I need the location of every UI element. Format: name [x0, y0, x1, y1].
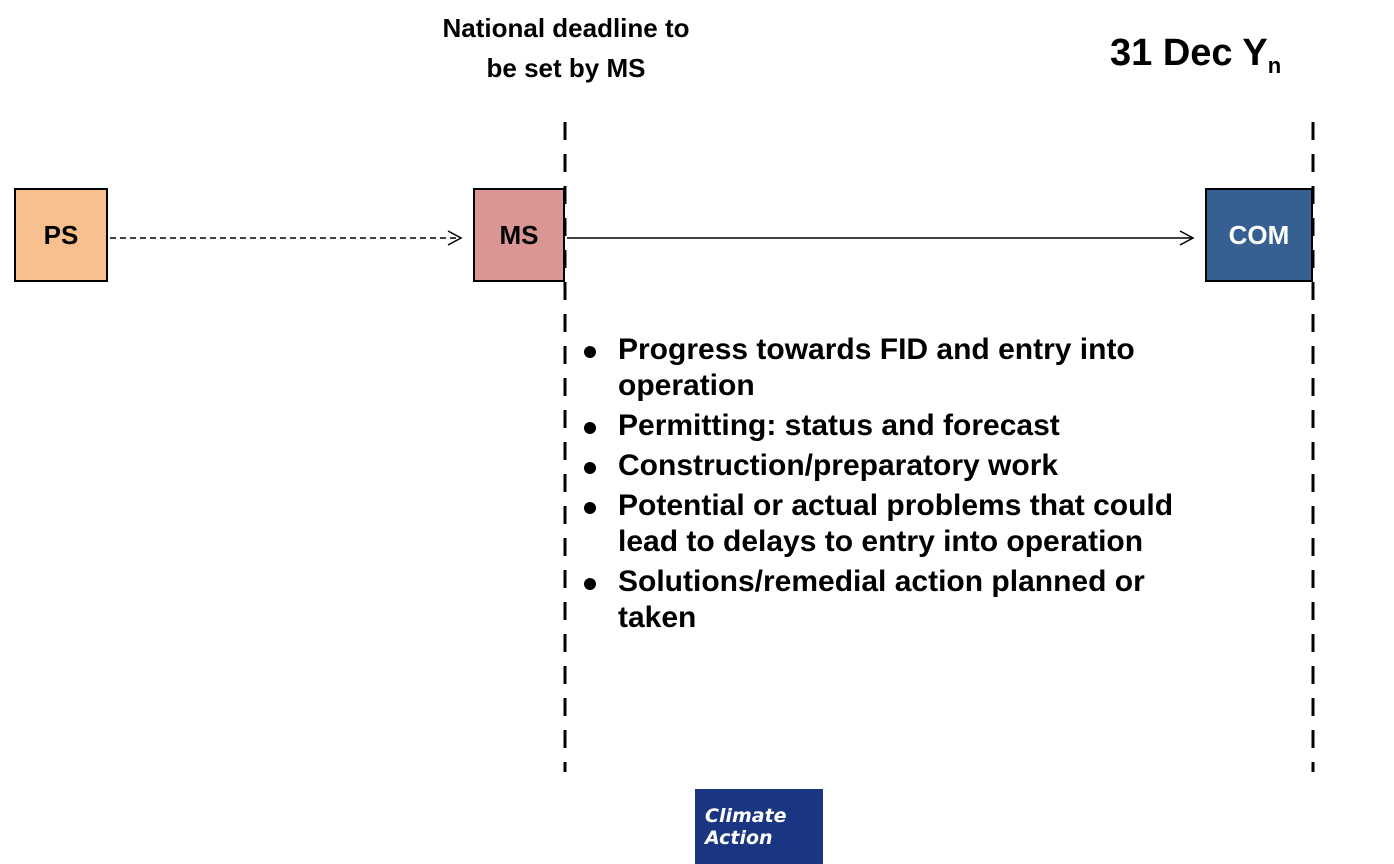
bullet-icon — [584, 346, 596, 358]
ps-node: PS — [14, 188, 108, 282]
national-deadline-line-2: be set by MS — [486, 53, 646, 83]
list-item-text: Potential or actual problems that could … — [618, 489, 1174, 558]
date-heading-subscript: n — [1267, 53, 1282, 78]
list-item: Potential or actual problems that could … — [574, 488, 1214, 560]
logo-line-1: Climate — [705, 805, 787, 827]
com-node: COM — [1205, 188, 1313, 282]
national-deadline-heading: National deadline to be set by MS — [396, 8, 736, 88]
date-heading: 31 Dec Yn — [1110, 30, 1282, 78]
date-heading-main: 31 Dec Y — [1110, 32, 1268, 74]
list-item: Progress towards FID and entry into oper… — [574, 332, 1214, 404]
bullet-icon — [584, 502, 596, 514]
list-item: Solutions/remedial action planned or tak… — [574, 564, 1214, 636]
com-node-label: COM — [1228, 219, 1290, 250]
report-contents-list: Progress towards FID and entry into oper… — [574, 332, 1214, 640]
ms-node-label: MS — [499, 219, 539, 250]
bullet-icon — [584, 422, 596, 434]
list-item-text: Permitting: status and forecast — [618, 409, 1060, 442]
logo-line-2: Action — [705, 827, 773, 849]
national-deadline-line-1: National deadline to — [442, 13, 690, 43]
list-item-text: Construction/preparatory work — [618, 449, 1059, 482]
list-item-text: Solutions/remedial action planned or tak… — [618, 565, 1145, 634]
bullet-icon — [584, 578, 596, 590]
ps-node-label: PS — [43, 219, 79, 250]
ms-node: MS — [473, 188, 565, 282]
bullet-icon — [584, 462, 596, 474]
list-item-text: Progress towards FID and entry into oper… — [618, 333, 1135, 402]
list-item: Permitting: status and forecast — [574, 408, 1214, 444]
list-item: Construction/preparatory work — [574, 448, 1214, 484]
climate-action-logo: Climate Action — [695, 789, 823, 864]
